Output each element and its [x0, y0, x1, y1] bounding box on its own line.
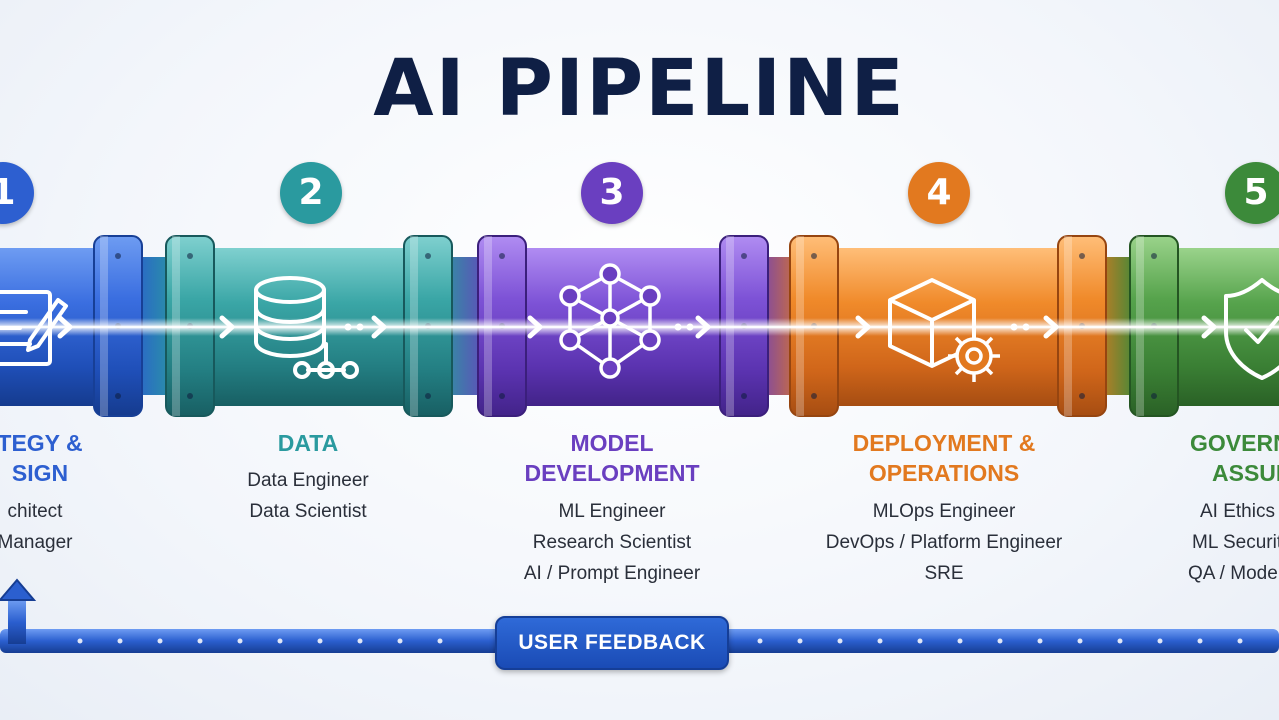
- step-number-5: 5: [1225, 162, 1279, 224]
- step-number-2: 2: [280, 162, 342, 224]
- flow-arrow-1: [57, 315, 73, 339]
- flow-arrow-7: [1043, 315, 1059, 339]
- blueprint-pencil-icon: [0, 290, 68, 366]
- stage-title-4: DEPLOYMENT & OPERATIONS: [852, 430, 1036, 486]
- stage-roles-4: MLOps Engineer DevOps / Platform Enginee…: [814, 496, 1074, 589]
- role-item: SRE: [924, 563, 964, 584]
- role-item: AI Ethics S: [1200, 501, 1279, 522]
- role-item: ML Engineer: [558, 501, 666, 522]
- flow-arrow-4: [527, 315, 543, 339]
- stage-roles-3: ML Engineer Research Scientist AI / Prom…: [492, 496, 732, 589]
- stage-roles-1: chitect Manager: [0, 496, 110, 558]
- stage-title-3: MODEL DEVELOPMENT: [524, 430, 700, 486]
- role-item: DevOps / Platform Engineer: [825, 532, 1063, 553]
- stage-roles-5: AI Ethics S ML Securit QA / Mode: [1170, 496, 1279, 589]
- role-item: Research Scientist: [532, 532, 692, 553]
- role-item: QA / Mode: [1188, 563, 1278, 584]
- stage-title-2: DATA: [277, 430, 339, 456]
- feedback-flow-dots: [77, 638, 1243, 644]
- box-gear-icon: [888, 278, 1000, 382]
- step-number-4: 4: [908, 162, 970, 224]
- role-item: AI / Prompt Engineer: [523, 563, 701, 584]
- flow-arrows: [57, 315, 1217, 339]
- flow-arrow-8: [1201, 315, 1217, 339]
- flow-arrow-6: [855, 315, 871, 339]
- neural-network-icon: [559, 263, 661, 379]
- step-number-3: 3: [581, 162, 643, 224]
- role-item: Data Scientist: [249, 501, 367, 522]
- page-title: AI PIPELINE: [373, 44, 906, 134]
- flow-dots: [344, 323, 1030, 331]
- role-item: Manager: [0, 532, 73, 553]
- database-icon: [254, 276, 359, 379]
- role-item: ML Securit: [1192, 532, 1279, 553]
- role-item: Data Engineer: [247, 470, 369, 491]
- flow-arrow-5: [695, 315, 711, 339]
- stage-roles-2: Data Engineer Data Scientist: [208, 465, 408, 527]
- role-item: MLOps Engineer: [872, 501, 1016, 522]
- flow-arrow-3: [371, 315, 387, 339]
- flow-arrow-2: [219, 315, 235, 339]
- role-item: chitect: [7, 501, 63, 522]
- shield-check-icon: [1224, 278, 1279, 380]
- user-feedback-badge: USER FEEDBACK: [495, 616, 729, 670]
- stage-title-5: GOVERN ASSUR: [1190, 430, 1279, 486]
- stage-title-1: TEGY & SIGN: [0, 430, 83, 486]
